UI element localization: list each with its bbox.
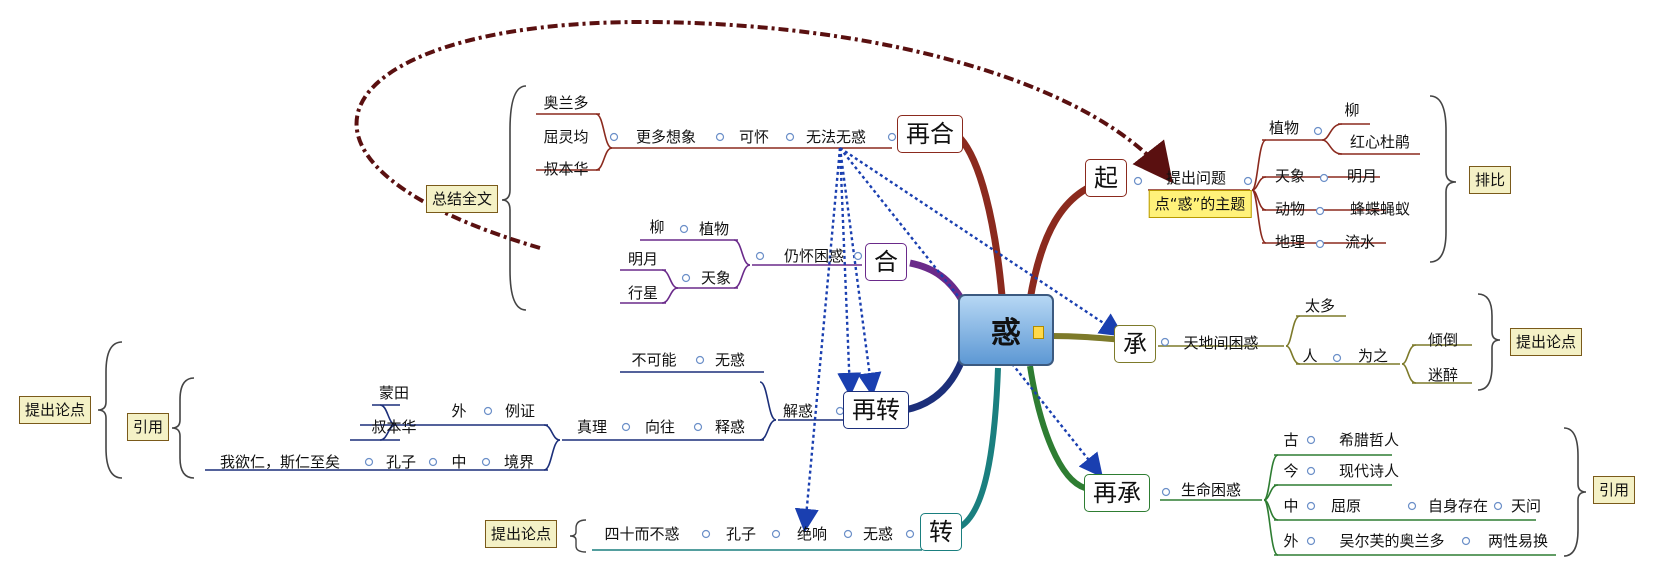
zaicheng-item-0-0[interactable]: 希腊哲人 xyxy=(1338,431,1400,449)
he-sky[interactable]: 天象 xyxy=(700,269,732,287)
zaicheng-item-3-1[interactable]: 两性易换 xyxy=(1487,532,1549,550)
zaizhuan-yinyong-brace xyxy=(171,377,195,479)
zhuan-chain-0[interactable]: 无惑 xyxy=(862,525,894,543)
qi-summary-brace xyxy=(1429,95,1457,263)
node-zaicheng[interactable]: 再承 xyxy=(1084,474,1150,512)
zaizhuan-truth[interactable]: 真理 xyxy=(576,418,608,436)
zhuan-summary[interactable]: 提出论点 xyxy=(484,520,558,548)
node-zhuan[interactable]: 转 xyxy=(920,513,962,551)
zaihe-summary-brace xyxy=(501,85,527,311)
zaizhuan-upper-1[interactable]: 无惑 xyxy=(714,351,746,369)
zaizhuan-kongzi[interactable]: 孔子 xyxy=(385,453,417,471)
cheng-many[interactable]: 太多 xyxy=(1304,297,1336,315)
zaihe-author-2[interactable]: 叔本华 xyxy=(543,160,589,178)
zaihe-k2[interactable]: 更多想象 xyxy=(635,128,697,146)
zaizhuan-ex-item-1[interactable]: 叔本华 xyxy=(371,418,417,436)
zaizhuan-outside[interactable]: 外 xyxy=(451,402,467,420)
qi-callout[interactable]: 点“惑”的主题 xyxy=(1148,190,1252,218)
zaicheng-item-2-2[interactable]: 天问 xyxy=(1510,497,1542,515)
cheng-weizhi[interactable]: 为之 xyxy=(1357,347,1389,365)
zaihe-sub-label[interactable]: 无法无惑 xyxy=(805,128,867,146)
zaihe-author-1[interactable]: 屈灵均 xyxy=(543,128,589,146)
cheng-result-1[interactable]: 迷醉 xyxy=(1427,366,1459,384)
zaizhuan-sub-label[interactable]: 解惑 xyxy=(782,402,814,420)
zaizhuan-release[interactable]: 释惑 xyxy=(714,418,746,436)
qi-item-3[interactable]: 地理 xyxy=(1274,233,1306,251)
cheng-ren[interactable]: 人 xyxy=(1302,347,1318,365)
zaicheng-item-3-0[interactable]: 吴尔芙的奥兰多 xyxy=(1339,532,1445,550)
zaizhuan-summary-brace xyxy=(97,341,123,479)
link-zaihe-to-qi xyxy=(354,19,1173,250)
he-sub-label[interactable]: 仍怀困惑 xyxy=(783,247,845,265)
he-sky-leaf-1[interactable]: 行星 xyxy=(627,284,659,302)
cheng-sub-label[interactable]: 天地间困惑 xyxy=(1183,334,1259,352)
qi-leaf-2-0[interactable]: 蜂蝶蝇蚁 xyxy=(1349,200,1411,218)
zaizhuan-subtree xyxy=(205,371,846,471)
zaicheng-item-1-0[interactable]: 现代诗人 xyxy=(1338,462,1400,480)
connector-dots xyxy=(364,126,1503,546)
zaihe-summary[interactable]: 总结全文 xyxy=(425,185,499,213)
branch-zaicheng xyxy=(1027,365,1087,491)
node-cheng[interactable]: 承 xyxy=(1114,325,1156,363)
zaicheng-item-2-1[interactable]: 自身存在 xyxy=(1427,497,1489,515)
qi-leaf-0-0[interactable]: 柳 xyxy=(1344,101,1360,119)
he-sky-leaf-0[interactable]: 明月 xyxy=(627,250,659,268)
cheng-subtree xyxy=(1158,315,1472,384)
branch-zaihe xyxy=(957,135,1006,297)
qi-item-1[interactable]: 天象 xyxy=(1274,167,1306,185)
zaizhuan-yinyong[interactable]: 引用 xyxy=(126,413,170,441)
qi-leaf-1-0[interactable]: 明月 xyxy=(1346,167,1378,185)
root-label: 惑 xyxy=(991,316,1021,351)
cheng-result-0[interactable]: 倾倒 xyxy=(1427,331,1459,349)
zaizhuan-upper-0[interactable]: 不可能 xyxy=(631,351,677,369)
zaizhuan-toward[interactable]: 向往 xyxy=(644,418,676,436)
zaicheng-era-0[interactable]: 古 xyxy=(1283,431,1299,449)
qi-leaf-0-1[interactable]: 红心杜鹃 xyxy=(1349,133,1411,151)
qi-sub-label[interactable]: 提出问题 xyxy=(1165,169,1227,187)
zaizhuan-realm[interactable]: 境界 xyxy=(503,453,535,471)
cheng-summary[interactable]: 提出论点 xyxy=(1509,328,1583,356)
node-he[interactable]: 合 xyxy=(865,243,907,281)
cheng-summary-brace xyxy=(1477,293,1501,391)
branch-zhuan xyxy=(956,367,1001,531)
root-node[interactable]: 惑 xyxy=(958,294,1054,366)
zaicheng-era-2[interactable]: 中 xyxy=(1283,497,1299,515)
qi-summary[interactable]: 排比 xyxy=(1468,166,1512,194)
zaizhuan-quote[interactable]: 我欲仁，斯仁至矣 xyxy=(219,453,341,471)
zhuan-summary-brace xyxy=(569,519,587,553)
zhuan-chain-2[interactable]: 孔子 xyxy=(725,525,757,543)
qi-item-0[interactable]: 植物 xyxy=(1268,119,1300,137)
zaicheng-era-3[interactable]: 外 xyxy=(1283,532,1299,550)
he-plant[interactable]: 植物 xyxy=(698,220,730,238)
zaizhuan-zhong[interactable]: 中 xyxy=(451,453,467,471)
qi-item-2[interactable]: 动物 xyxy=(1274,200,1306,218)
node-zaihe[interactable]: 再合 xyxy=(897,115,963,153)
zaicheng-summary-brace xyxy=(1563,427,1587,557)
branch-zaizhuan xyxy=(904,358,966,414)
zaicheng-summary[interactable]: 引用 xyxy=(1592,476,1636,504)
he-plant-leaf[interactable]: 柳 xyxy=(649,218,665,236)
zaicheng-sub-label[interactable]: 生命困惑 xyxy=(1180,481,1242,499)
zaihe-subtree xyxy=(536,113,892,171)
zhuan-chain-3[interactable]: 四十而不惑 xyxy=(604,525,680,543)
zaizhuan-summary[interactable]: 提出论点 xyxy=(18,396,92,424)
node-qi[interactable]: 起 xyxy=(1085,159,1127,197)
zaihe-k1[interactable]: 可怀 xyxy=(738,128,770,146)
zaicheng-item-2-0[interactable]: 屈原 xyxy=(1330,497,1362,515)
qi-leaf-3-0[interactable]: 流水 xyxy=(1344,233,1376,251)
zhuan-chain-1[interactable]: 绝响 xyxy=(796,525,828,543)
zaihe-author-0[interactable]: 奥兰多 xyxy=(543,94,589,112)
blue-links xyxy=(794,147,1124,533)
zaizhuan-ex-item-0[interactable]: 蒙田 xyxy=(378,384,410,402)
zaizhuan-example[interactable]: 例证 xyxy=(504,402,536,420)
zaicheng-subtree xyxy=(1160,454,1556,556)
node-zaizhuan[interactable]: 再转 xyxy=(843,391,909,429)
note-icon[interactable] xyxy=(1033,326,1044,339)
he-subtree xyxy=(620,239,862,304)
branch-he xyxy=(909,259,966,302)
zaicheng-era-1[interactable]: 今 xyxy=(1283,462,1299,480)
